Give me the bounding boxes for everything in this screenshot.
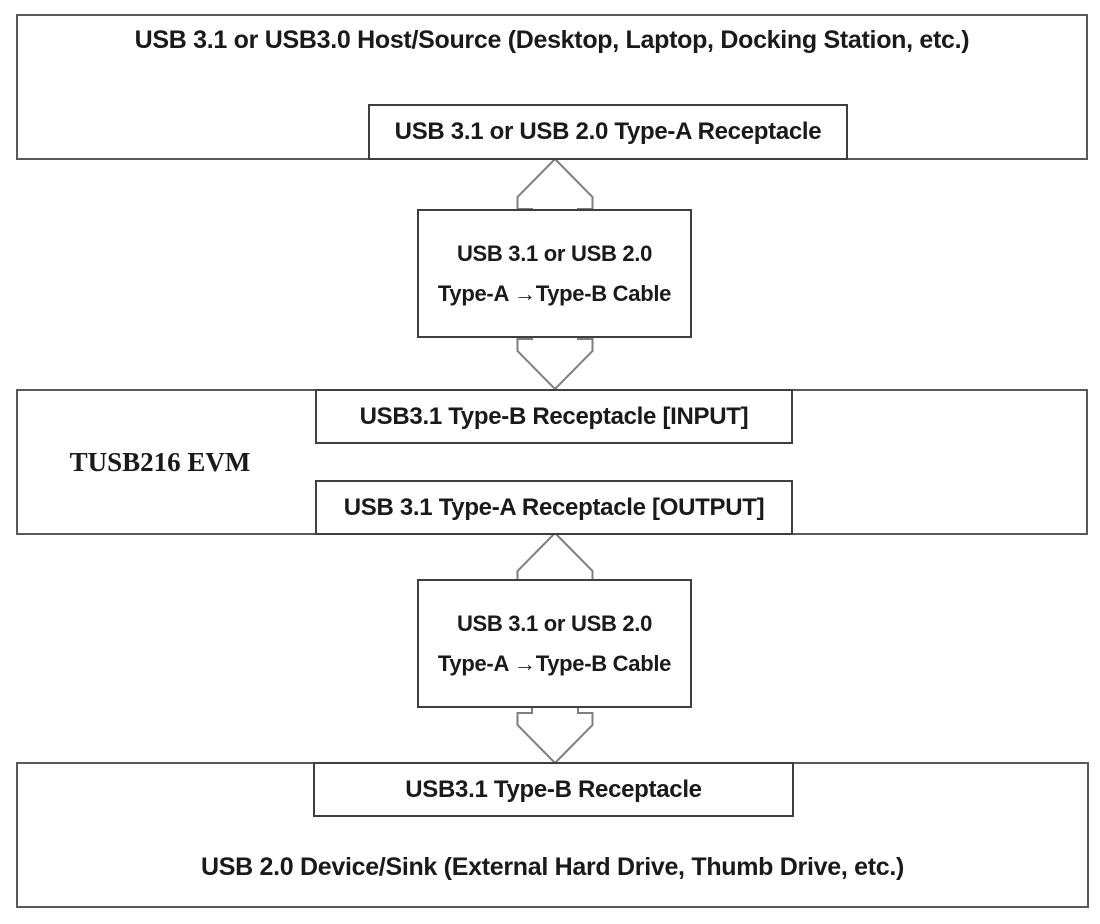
usb-cable-box-bottom: USB 3.1 or USB 2.0 Type-A →Type-B Cable <box>417 579 692 708</box>
host-type-a-receptacle-box: USB 3.1 or USB 2.0 Type-A Receptacle <box>368 104 848 160</box>
device-type-b-receptacle-label: USB3.1 Type-B Receptacle <box>405 775 702 803</box>
usb-cable-bottom-line1: USB 3.1 or USB 2.0 <box>456 610 653 636</box>
usb-cable-box-top: USB 3.1 or USB 2.0 Type-A →Type-B Cable <box>417 209 692 338</box>
evm-output-receptacle-box: USB 3.1 Type-A Receptacle [OUTPUT] <box>315 480 793 535</box>
evm-input-receptacle-box: USB3.1 Type-B Receptacle [INPUT] <box>315 389 793 444</box>
host-type-a-receptacle-label: USB 3.1 or USB 2.0 Type-A Receptacle <box>394 118 822 145</box>
device-type-b-receptacle-box: USB3.1 Type-B Receptacle <box>313 762 794 817</box>
tusb216-evm-label: TUSB216 EVM <box>69 447 251 477</box>
device-sink-label: USB 2.0 Device/Sink (External Hard Drive… <box>200 853 905 881</box>
usb-cable-top-line1: USB 3.1 or USB 2.0 <box>456 240 653 266</box>
usb-cable-top-line2: Type-A →Type-B Cable <box>437 280 672 306</box>
evm-output-receptacle-label: USB 3.1 Type-A Receptacle [OUTPUT] <box>343 493 765 521</box>
host-source-label: USB 3.1 or USB3.0 Host/Source (Desktop, … <box>134 26 970 54</box>
evm-input-receptacle-label: USB3.1 Type-B Receptacle [INPUT] <box>359 402 749 430</box>
usb-cable-bottom-line2: Type-A →Type-B Cable <box>437 650 672 676</box>
